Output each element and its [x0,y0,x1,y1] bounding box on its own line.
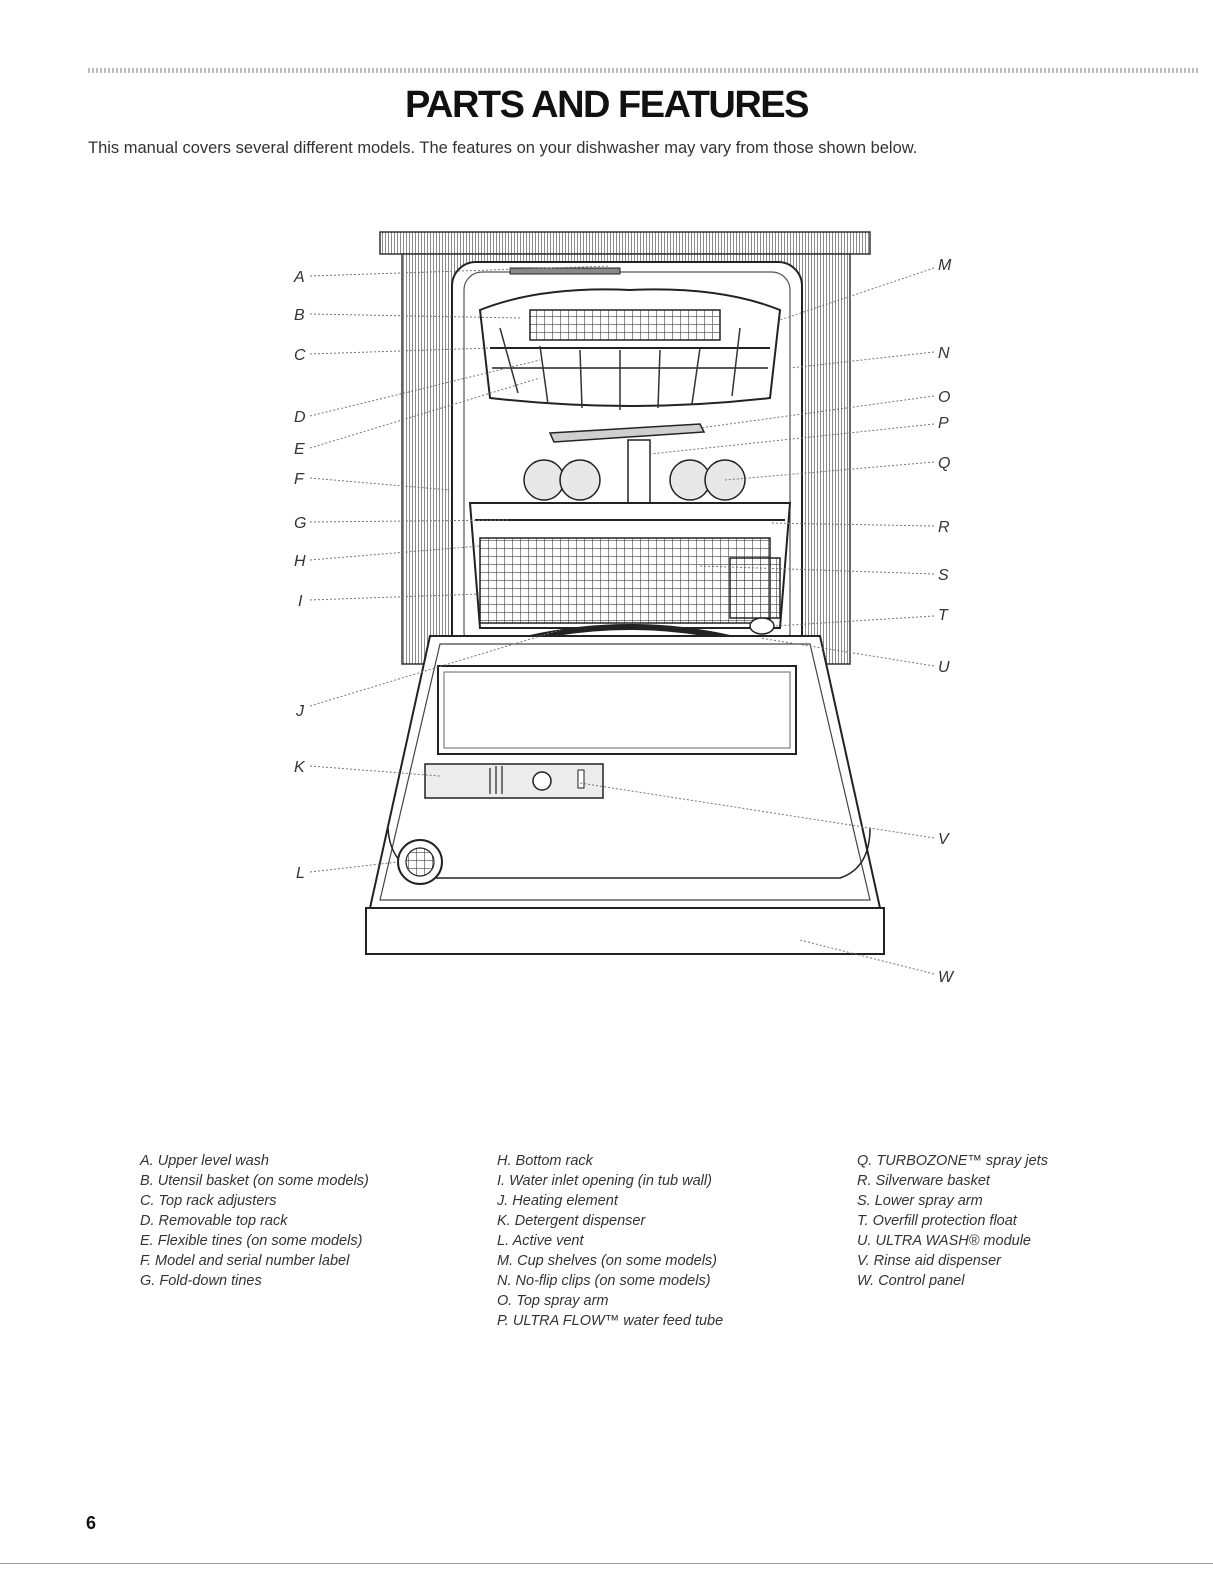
callout-v: V [938,831,950,848]
callout-a: A [293,269,305,286]
callout-e: E [294,441,305,458]
legend-item-m: M. Cup shelves (on some models) [497,1253,717,1269]
top-rack [478,288,782,410]
callout-o: O [938,389,950,406]
legend-item-e: E. Flexible tines (on some models) [140,1233,363,1249]
legend-item-i: I. Water inlet opening (in tub wall) [497,1173,712,1189]
callout-w: W [938,969,955,986]
callout-s: S [938,567,949,584]
callout-f: F [294,471,305,488]
legend-item-v: V. Rinse aid dispenser [857,1253,1002,1269]
callout-g: G [294,515,306,532]
callout-j: J [295,703,305,720]
legend-item-o: O. Top spray arm [497,1293,609,1309]
control-panel [365,907,885,955]
silverware-basket [729,557,781,619]
callout-m: M [938,257,952,274]
legend-item-q: Q. TURBOZONE™ spray jets [857,1153,1048,1169]
callout-l: L [296,865,305,882]
dishwasher-diagram: A B C D E F G H I J K L M N O P Q R S T … [280,228,980,998]
callout-leaders [309,265,935,975]
legend-item-j: J. Heating element [497,1193,618,1209]
callout-b: B [294,307,305,324]
page-title: PARTS AND FEATURES [405,84,809,126]
callouts-right: M N O P Q R S T U V W [938,257,955,986]
callout-u: U [938,659,950,676]
callout-c: C [294,347,306,364]
legend-item-s: S. Lower spray arm [857,1193,983,1209]
countertop-strip [379,231,871,255]
legend-item-t: T. Overfill protection float [857,1213,1017,1229]
dishwasher-door [368,635,882,909]
callouts-left: A B C D E F G H I J K L [293,269,306,882]
legend-item-r: R. Silverware basket [857,1173,990,1189]
legend-item-l: L. Active vent [497,1233,584,1249]
legend-item-w: W. Control panel [857,1273,965,1289]
upper-level-wash [509,267,621,275]
intro-text: This manual covers several different mod… [88,139,918,157]
legend-column-3: Q. TURBOZONE™ spray jets R. Silverware b… [857,1151,1048,1291]
lower-spray-arm [529,624,731,641]
legend-item-d: D. Removable top rack [140,1213,288,1229]
detergent-dispenser [424,763,604,799]
callout-n: N [938,345,950,362]
legend-item-a: A. Upper level wash [140,1153,269,1169]
callout-d: D [294,409,306,426]
legend-item-n: N. No-flip clips (on some models) [497,1273,711,1289]
callout-t: T [938,607,949,624]
top-divider [88,68,1198,73]
legend-column-1: A. Upper level wash B. Utensil basket (o… [140,1151,369,1291]
legend-item-k: K. Detergent dispenser [497,1213,646,1229]
legend-item-u: U. ULTRA WASH® module [857,1233,1031,1249]
legend-item-b: B. Utensil basket (on some models) [140,1173,369,1189]
overfill-float [749,617,775,635]
legend-item-g: G. Fold-down tines [140,1273,262,1289]
callout-p: P [938,415,949,432]
bottom-divider [0,1563,1213,1564]
page-number: 6 [86,1513,97,1533]
callout-i: I [298,593,303,610]
callout-r: R [938,519,950,536]
callout-h: H [294,553,306,570]
top-spray-arm [548,423,706,443]
legend-column-2: H. Bottom rack I. Water inlet opening (i… [497,1151,723,1331]
legend-item-c: C. Top rack adjusters [140,1193,277,1209]
legend-item-f: F. Model and serial number label [140,1253,350,1269]
active-vent [397,839,443,885]
callout-q: Q [938,455,950,472]
legend-item-p: P. ULTRA FLOW™ water feed tube [497,1313,724,1329]
bottom-rack [468,502,792,629]
callout-k: K [294,759,306,776]
legend-item-h: H. Bottom rack [497,1153,593,1169]
